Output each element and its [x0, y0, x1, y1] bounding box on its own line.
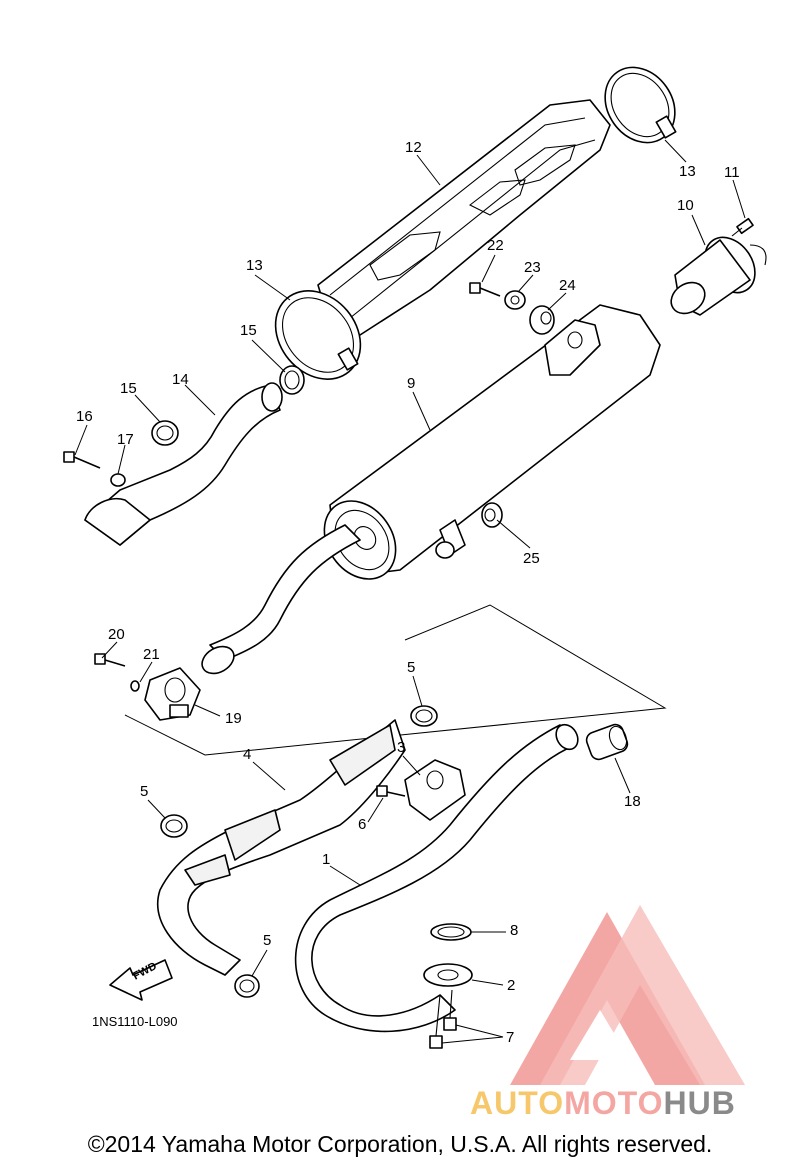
- part-24-collar: [529, 305, 555, 335]
- part-15-clamp-lower: [151, 420, 179, 446]
- part-23-grommet: [504, 290, 526, 310]
- part-18-gasket: [585, 723, 629, 761]
- callout-4: 4: [243, 746, 252, 763]
- part-10-end-cap: [670, 236, 767, 316]
- part-22-bolt: [469, 282, 501, 297]
- callout-2: 2: [507, 977, 516, 994]
- part-5-gasket-left: [160, 814, 188, 838]
- callout-7: 7: [506, 1029, 515, 1046]
- watermark-text: AUTOMOTOHUB: [470, 1085, 736, 1122]
- callout-12: 12: [405, 139, 422, 156]
- callout-20: 20: [108, 626, 125, 643]
- watermark-auto: AUTO: [470, 1085, 565, 1121]
- copyright-notice: ©2014 Yamaha Motor Corporation, U.S.A. A…: [87, 1131, 713, 1157]
- callout-16: 16: [76, 408, 93, 425]
- callout-1: 1: [322, 851, 331, 868]
- leader-lines: [74, 139, 746, 1044]
- watermark-logo: [510, 905, 745, 1085]
- part-5-gasket-lower: [234, 974, 260, 998]
- callout-23: 23: [524, 259, 541, 276]
- part-7-nuts: [429, 989, 457, 1049]
- part-17-collar: [110, 473, 126, 487]
- callout-21: 21: [143, 646, 160, 663]
- part-4-exhaust-pipe: [157, 719, 406, 976]
- part-13-clamp-upper: [604, 66, 677, 144]
- callout-5-left: 5: [140, 783, 149, 800]
- part-15-clamp-upper: [279, 365, 305, 395]
- callout-18: 18: [624, 793, 641, 810]
- part-14-pipe: [84, 382, 283, 546]
- callout-5-upper: 5: [407, 659, 416, 676]
- part-8-gasket: [430, 923, 472, 941]
- drawing-code: 1NS1110-L090: [92, 1014, 178, 1029]
- callout-13-upper: 13: [679, 163, 696, 180]
- watermark-moto: MOTO: [564, 1085, 664, 1121]
- callout-15-upper: 15: [240, 322, 257, 339]
- part-16-bolt: [63, 451, 101, 469]
- part-11-bolt: [731, 217, 754, 237]
- callout-25: 25: [523, 550, 540, 567]
- callout-3: 3: [397, 739, 406, 756]
- watermark-hub: HUB: [663, 1085, 736, 1121]
- callout-9: 9: [407, 375, 416, 392]
- part-19-joint: [144, 667, 201, 721]
- callout-19: 19: [225, 710, 242, 727]
- callout-6: 6: [358, 816, 367, 833]
- part-6-bolt: [376, 785, 406, 797]
- callout-10: 10: [677, 197, 694, 214]
- callout-22: 22: [487, 237, 504, 254]
- part-21-washer: [130, 680, 140, 692]
- part-5-gasket-upper: [410, 705, 438, 727]
- callout-11: 11: [724, 164, 740, 181]
- assembly-outline: [124, 604, 667, 756]
- callout-5-lower: 5: [263, 932, 272, 949]
- part-9-muffler: [201, 304, 661, 675]
- part-13-clamp-lower: [274, 290, 362, 380]
- part-25-grommet: [481, 502, 503, 528]
- callout-15-lower: 15: [120, 380, 137, 397]
- callout-24: 24: [559, 277, 576, 294]
- callout-13-lower: 13: [246, 257, 263, 274]
- callout-14: 14: [172, 371, 189, 388]
- callout-17: 17: [117, 431, 134, 448]
- callout-8: 8: [510, 922, 519, 939]
- part-20-bolt: [94, 653, 126, 667]
- fwd-arrow-icon: [109, 959, 173, 1001]
- part-12-protector: [317, 99, 611, 336]
- part-2-flange: [423, 963, 473, 987]
